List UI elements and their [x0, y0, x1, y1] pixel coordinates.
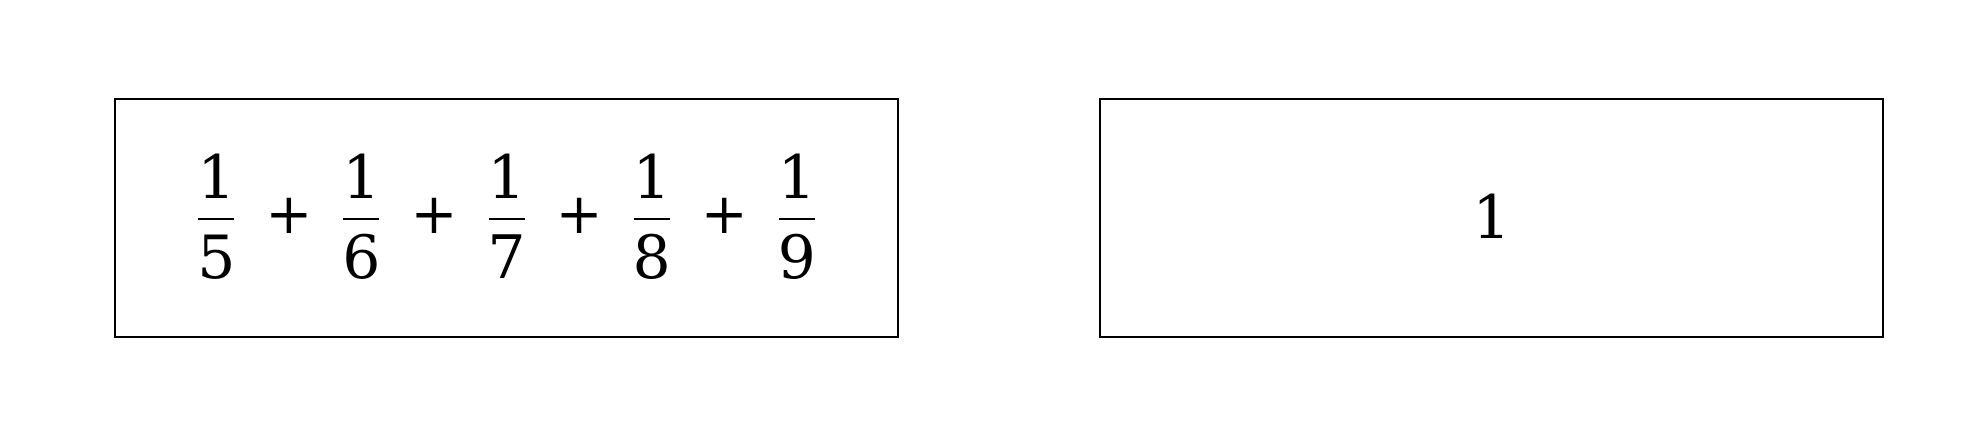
denominator: 5: [197, 223, 236, 293]
fraction-sum-expression: 1 5 + 1 6 + 1 7 + 1 8 + 1 9: [189, 146, 824, 290]
numerator: 1: [342, 143, 381, 213]
fraction-bar: [633, 218, 670, 220]
numerator: 1: [197, 143, 236, 213]
result-value: 1: [1472, 183, 1511, 253]
numerator: 1: [487, 143, 526, 213]
fraction-bar: [198, 218, 235, 220]
fraction-bar: [488, 218, 525, 220]
denominator: 6: [342, 223, 381, 293]
numerator: 1: [777, 143, 816, 213]
fraction-bar: [778, 218, 815, 220]
plus-operator: +: [265, 182, 313, 247]
plus-operator: +: [410, 182, 458, 247]
fraction-1-7: 1 7: [483, 146, 529, 290]
denominator: 9: [777, 223, 816, 293]
numerator: 1: [632, 143, 671, 213]
denominator: 8: [632, 223, 671, 293]
fraction-bar: [343, 218, 380, 220]
fraction-1-9: 1 9: [774, 146, 820, 290]
fraction-1-6: 1 6: [338, 146, 384, 290]
plus-operator: +: [555, 182, 603, 247]
denominator: 7: [487, 223, 526, 293]
result-box: 1: [1099, 98, 1884, 338]
fraction-1-5: 1 5: [193, 146, 239, 290]
plus-operator: +: [700, 182, 748, 247]
fraction-1-8: 1 8: [629, 146, 675, 290]
expression-box: 1 5 + 1 6 + 1 7 + 1 8 + 1 9: [114, 98, 899, 338]
